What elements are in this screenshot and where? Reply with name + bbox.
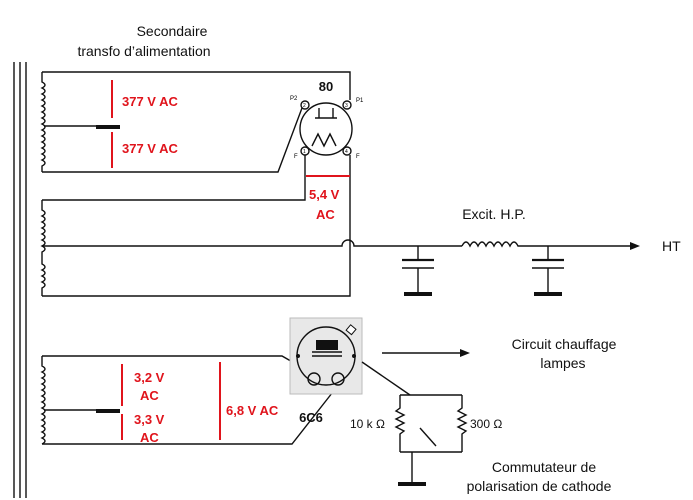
resistor-300-label: 300 Ω	[470, 417, 502, 431]
tube-6c6: 6C6	[289, 317, 363, 425]
field-coil	[461, 241, 520, 248]
bias-switch	[419, 427, 437, 447]
ground-2	[534, 292, 562, 296]
secondary-title-line2: transfo d’alimentation	[77, 43, 210, 59]
pin-4	[342, 146, 352, 156]
ground-1	[404, 292, 432, 296]
voltage-3v2-line2: AC	[140, 388, 159, 403]
tube-6c6-label: 6C6	[299, 410, 323, 425]
heater-arrow-head	[460, 349, 470, 357]
resistor-10k-label: 10 k Ω	[350, 417, 385, 431]
voltage-3v3-line1: 3,3 V	[134, 412, 165, 427]
heater-center-tap-bar	[96, 409, 120, 413]
6c6-pin-2	[296, 354, 300, 358]
excitation-label: Excit. H.P.	[462, 206, 526, 222]
tube-80: 80 P2 P1 F F 2 3 1 4	[290, 79, 364, 160]
center-tap-bar	[96, 125, 120, 129]
circuit-label-line1: Circuit chauffage	[512, 336, 617, 352]
voltage-5v-line1: 5,4 V	[309, 187, 340, 202]
pin-1-number: 1	[303, 149, 306, 155]
voltage-377-top: 377 V AC	[122, 94, 178, 109]
6c6-pin-5	[352, 354, 356, 358]
transformer-core	[13, 62, 27, 498]
ht-secondary-winding	[40, 71, 351, 173]
switch-label-line2: polarisation de cathode	[467, 478, 612, 494]
circuit-label-line2: lampes	[540, 355, 585, 371]
cathode-bias-network	[361, 361, 468, 486]
pin-3	[342, 100, 352, 110]
voltage-5v-line2: AC	[316, 207, 335, 222]
pin-1-label: F	[294, 154, 298, 160]
pin-2-number: 2	[303, 103, 306, 109]
tube-6c6-plate	[316, 340, 338, 350]
secondary-title-line1: Secondaire	[137, 23, 208, 39]
ht-line	[364, 241, 640, 296]
ground-3	[398, 482, 426, 486]
voltage-3v2-line1: 3,2 V	[134, 370, 165, 385]
voltage-3v3-line2: AC	[140, 430, 159, 445]
6c6-top-cap	[345, 324, 357, 336]
6c6-pin-left	[307, 372, 321, 386]
pin-2	[300, 100, 310, 110]
pin-2-label: P2	[290, 96, 298, 102]
ht-arrow	[630, 242, 640, 250]
pin-4-label: F	[356, 154, 360, 160]
pin-3-number: 3	[345, 103, 348, 109]
tube-80-label: 80	[319, 79, 333, 94]
voltage-377-bottom: 377 V AC	[122, 141, 178, 156]
ht-label: HT	[662, 238, 681, 254]
voltage-6v8: 6,8 V AC	[226, 403, 279, 418]
pin-4-number: 4	[345, 149, 348, 155]
resistor-300	[456, 395, 468, 452]
resistor-10k	[394, 395, 406, 452]
6c6-pin-right	[331, 372, 345, 386]
pin-3-label: P1	[356, 98, 364, 104]
filament-winding-5v	[40, 155, 364, 297]
switch-label-line1: Commutateur de	[492, 459, 596, 475]
